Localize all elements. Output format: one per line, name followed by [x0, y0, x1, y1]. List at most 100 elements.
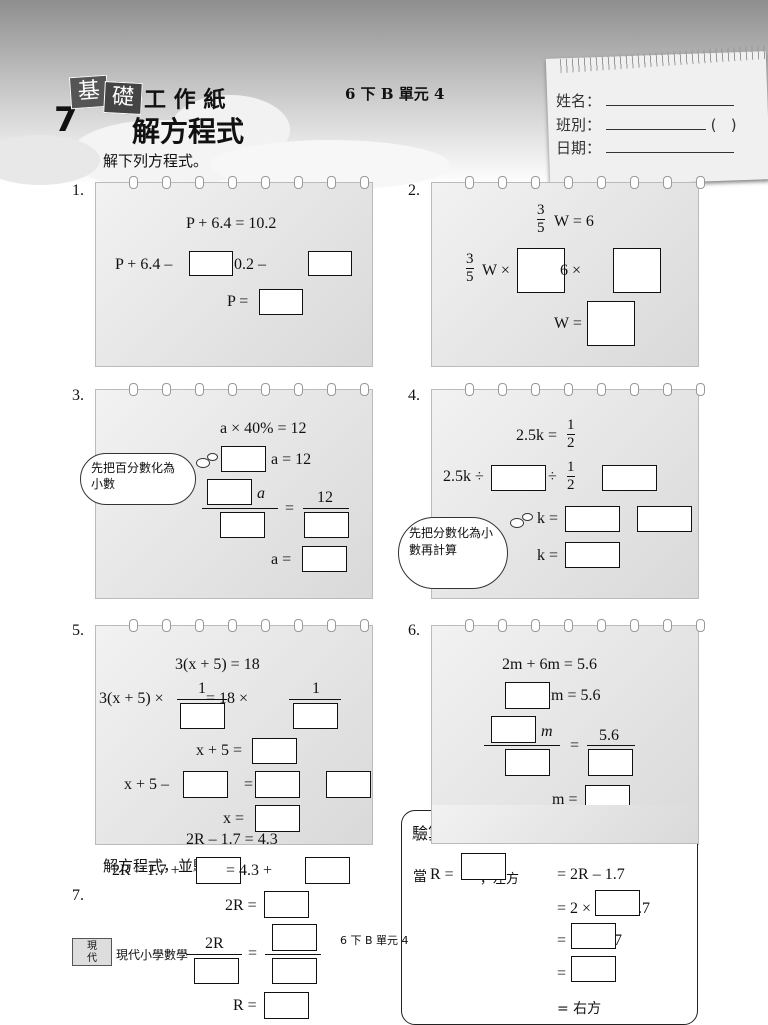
q4-hint-bubble-1	[510, 518, 524, 528]
q7-answer-box-3[interactable]	[264, 891, 309, 918]
q6-line1: 2m + 6m = 5.6	[502, 656, 597, 673]
publisher-logo-char-1: 現	[87, 941, 97, 952]
date-label: 日期：	[556, 139, 602, 157]
q3-line3-rhs: 12	[317, 489, 333, 506]
q3-hint-bubble-1	[196, 458, 210, 468]
q6-fraction-bar-left	[484, 745, 560, 746]
worksheet-title: 工 作 紙	[144, 87, 226, 113]
q2-frac1-den: 5	[537, 220, 545, 236]
q6-answer-box-3[interactable]	[505, 749, 550, 776]
q5-answer-box-7[interactable]	[255, 805, 300, 832]
binder-ring	[360, 383, 369, 396]
publisher-name: 現代小學數學	[116, 948, 189, 962]
binder-ring	[294, 383, 303, 396]
q7-answer-box-4[interactable]	[194, 958, 239, 984]
q3-hint-bubble-2	[207, 453, 218, 461]
q5-answer-box-2[interactable]	[293, 703, 338, 729]
q4-line4: k =	[537, 547, 559, 564]
q3-answer-box-2[interactable]	[207, 479, 252, 505]
q5-answer-box-5[interactable]	[255, 771, 300, 798]
q6-answer-box-1[interactable]	[505, 682, 550, 709]
date-field[interactable]	[605, 152, 734, 153]
q4-answer-box-2[interactable]	[602, 465, 657, 491]
check-panel	[401, 810, 698, 1025]
q7-line1: 2R – 1.7 = 4.3	[186, 831, 278, 848]
q6-answer-box-2[interactable]	[491, 716, 536, 743]
q4-answer-box-3[interactable]	[565, 506, 620, 532]
binder-ring	[327, 383, 336, 396]
q2-frac2-den: 5	[466, 269, 474, 285]
q2-answer-box-3[interactable]	[587, 301, 635, 346]
cloud-decoration	[0, 95, 450, 190]
q1-line3: P =	[227, 293, 249, 310]
binder-ring	[663, 383, 672, 396]
q5-answer-box-1[interactable]	[180, 703, 225, 729]
q7-line2b: = 4.3 +	[226, 862, 273, 879]
q7-answer-box-6[interactable]	[272, 958, 317, 984]
q1-answer-box-2[interactable]	[308, 251, 352, 276]
binder-ring	[498, 383, 507, 396]
q5-number: 5.	[72, 622, 84, 639]
class-field[interactable]	[605, 129, 706, 130]
q3-answer-box-5[interactable]	[302, 546, 347, 572]
q4-line1-lhs: 2.5k =	[516, 427, 558, 444]
binder-ring	[360, 619, 369, 632]
q3-answer-box-3[interactable]	[220, 512, 265, 538]
binder-ring	[597, 176, 606, 189]
binder-ring	[327, 619, 336, 632]
q4-line2a: 2.5k ÷	[443, 468, 484, 485]
q2-line2a: W ×	[482, 262, 510, 279]
binder-ring	[630, 383, 639, 396]
q7-fraction-bar-right	[265, 954, 321, 955]
q5-line4a: x + 5 –	[124, 776, 170, 793]
q7-answer-box-7[interactable]	[264, 992, 309, 1019]
binder-ring	[465, 383, 474, 396]
q5-frac1-num: 1	[198, 680, 206, 697]
class-row: 班別： ( )	[556, 114, 737, 135]
q5-answer-box-4[interactable]	[183, 771, 228, 798]
q7-answer-box-5[interactable]	[272, 924, 317, 951]
binder-ring	[228, 383, 237, 396]
q5-card	[95, 625, 373, 845]
check-row-4: =	[557, 965, 567, 982]
q7-answer-box-1[interactable]	[196, 857, 241, 884]
q4-answer-box-5[interactable]	[565, 542, 620, 568]
binder-ring	[531, 619, 540, 632]
q2-frac2-num: 3	[466, 251, 474, 267]
check-answer-box-3[interactable]	[571, 956, 616, 982]
q1-line1: P + 6.4 = 10.2	[186, 215, 277, 232]
class-label: 班別：	[556, 116, 602, 134]
q5-answer-box-3[interactable]	[252, 738, 297, 764]
check-answer-box-r[interactable]	[461, 853, 506, 880]
q1-answer-box-3[interactable]	[259, 289, 303, 315]
binder-ring	[465, 176, 474, 189]
q1-answer-box-1[interactable]	[189, 251, 233, 276]
q4-number: 4.	[408, 387, 420, 404]
q4-frac1-den: 2	[567, 435, 575, 451]
q3-fraction-bar-right	[303, 508, 349, 509]
q2-answer-box-1[interactable]	[517, 248, 565, 293]
binder-ring	[294, 176, 303, 189]
q7-answer-box-2[interactable]	[305, 857, 350, 884]
q5-answer-box-6[interactable]	[326, 771, 371, 798]
q4-frac2-num: 1	[567, 459, 575, 475]
q6-answer-box-4[interactable]	[588, 749, 633, 776]
q6-fraction-bar-right	[587, 745, 635, 746]
name-field[interactable]	[605, 105, 734, 106]
binder-ring	[630, 619, 639, 632]
binder-ring	[663, 619, 672, 632]
check-answer-box-2[interactable]	[571, 923, 616, 949]
q4-answer-box-1[interactable]	[491, 465, 546, 491]
q2-answer-box-2[interactable]	[613, 248, 661, 293]
q4-answer-box-4[interactable]	[637, 506, 692, 532]
binder-ring	[597, 619, 606, 632]
check-answer-box-1[interactable]	[595, 890, 640, 916]
binder-ring	[129, 619, 138, 632]
q3-hint-cloud: 先把百分數化為小數	[80, 453, 196, 505]
binder-ring	[162, 176, 171, 189]
q3-answer-box-1[interactable]	[221, 446, 266, 472]
q5-line2a: 3(x + 5) ×	[99, 690, 164, 707]
unit-number: 7	[54, 100, 78, 140]
q7-line4-num: 2R	[205, 935, 224, 952]
q3-answer-box-4[interactable]	[304, 512, 349, 538]
